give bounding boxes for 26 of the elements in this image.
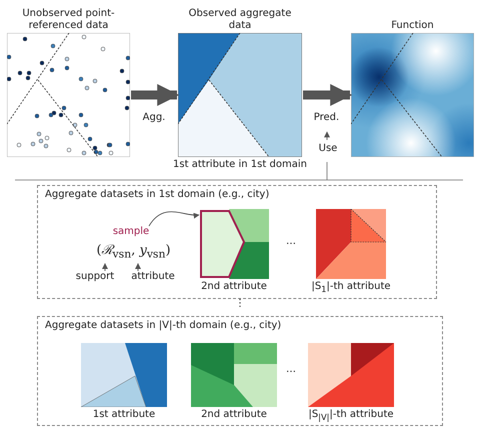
ellipsis: …: [285, 364, 297, 376]
attribute-label: attribute: [125, 271, 181, 283]
panel-title: Aggregate datasets in |V|-th domain (e.g., city): [45, 320, 282, 332]
panel-title: Observed aggregate data: [188, 7, 292, 32]
dashed-panel: [37, 316, 443, 426]
attribute-caption: |S$_{|V|}$|-th attribute: [307, 409, 395, 423]
attribute-caption: 2nd attribute: [200, 409, 268, 421]
dashed-panel: [37, 185, 437, 299]
panel-title: Unobserved point-referenced data: [21, 7, 116, 32]
panel-title: Function: [390, 19, 435, 32]
panel-caption: 1st attribute in 1st domain: [172, 159, 308, 171]
formula: (ℛ$_{vsn}$, y$_{vsn}$): [81, 242, 186, 264]
attribute-caption: 2nd attribute: [200, 281, 268, 293]
support-label: support: [69, 271, 121, 283]
ellipsis: …: [285, 236, 297, 248]
pointer-arrow: [135, 263, 141, 272]
use-label: Use: [318, 143, 338, 155]
attribute-caption: 1st attribute: [92, 409, 156, 421]
block-arrow: [303, 84, 352, 106]
curved-arrow: [148, 211, 200, 226]
panel-title: Aggregate datasets in 1st domain (e.g., city): [45, 189, 270, 201]
sample-label: sample: [108, 226, 154, 238]
attribute-caption: |S$_{1}$|-th attribute: [310, 281, 392, 295]
block-arrow: [131, 84, 180, 106]
pointer-arrow: [102, 263, 108, 272]
ellipsis: ⋮: [234, 298, 246, 310]
